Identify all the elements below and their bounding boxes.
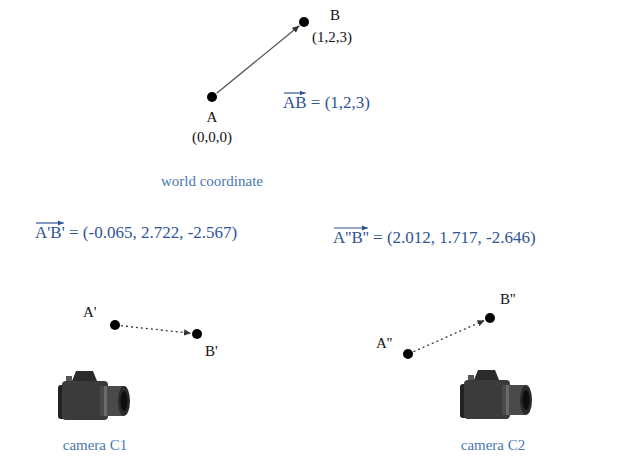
camera-lens-ring [104,386,107,416]
point-label: A'' [376,334,392,352]
vector-equation: A''B'' = (2.012, 1.717, -2.646) [333,227,536,249]
caption-label: camera C1 [63,436,128,456]
vector-arrow [414,320,485,351]
camera-viewfinder [474,370,499,380]
vector-equation: A'B' = (-0.065, 2.722, -2.567) [35,222,237,244]
vector-equation: AB = (1,2,3) [283,92,370,114]
camera-lens [520,385,532,415]
point-dot: A' [110,320,120,330]
point-dot: A(0,0,0) [207,92,217,102]
point-label: A' [83,303,97,321]
camera-lens-glass [523,390,530,410]
point-dot: B' [192,329,202,339]
caption-label: camera C2 [461,436,526,456]
camera-button [66,376,72,381]
vector-arrow [121,326,191,334]
camera-viewfinder [72,371,97,381]
point-dot: B'' [485,313,495,323]
camera-lens [118,386,130,416]
vector-arrow [217,26,300,93]
point-label: B' [205,342,218,360]
point-dot: B(1,2,3) [299,17,309,27]
point-label: A [207,108,218,126]
camera-icon [460,370,532,419]
camera-icon [58,371,130,420]
point-label: (0,0,0) [192,128,232,146]
camera-lens-glass [121,391,128,411]
point-label: B [330,6,340,24]
point-label: B'' [500,290,515,308]
point-label: (1,2,3) [312,28,352,46]
camera-button [468,375,474,380]
camera-lens-ring [506,385,509,415]
caption-label: world coordinate [161,172,263,192]
point-dot: A'' [403,349,413,359]
